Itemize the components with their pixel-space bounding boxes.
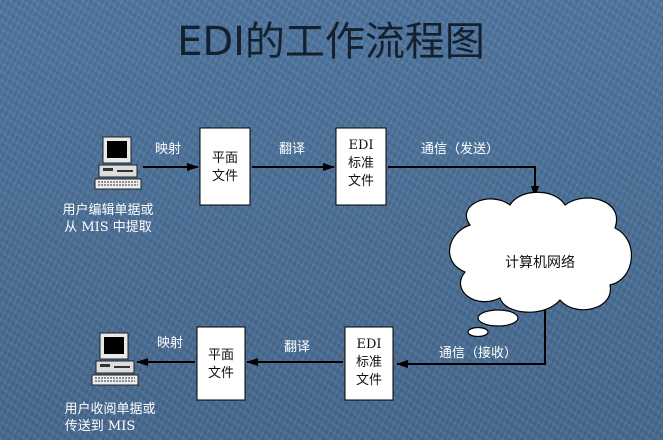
arrow-receive <box>396 310 546 368</box>
bottom-computer-label-2: 传送到 MIS <box>65 419 136 434</box>
label-translate-top: 翻译 <box>279 142 305 157</box>
page-title: EDI的工作流程图 <box>177 19 485 65</box>
flat-file-bottom-1: 平面 <box>208 348 234 363</box>
label-map-top: 映射 <box>155 141 181 157</box>
edi-file-bottom-1: EDI <box>356 337 381 352</box>
edi-file-bottom-2: 标准 <box>356 355 382 370</box>
network-label: 计算机网络 <box>505 255 575 271</box>
edi-file-box-bottom <box>344 326 394 401</box>
cloud-icon <box>449 191 632 338</box>
bottom-computer-label-1: 用户收阅单据或 <box>64 401 155 417</box>
label-send: 通信（发送） <box>421 141 499 157</box>
flat-file-top-2: 文件 <box>212 169 238 184</box>
label-translate-bottom: 翻译 <box>284 340 310 355</box>
label-receive: 通信（接收） <box>439 345 517 361</box>
edi-file-top-1: EDI <box>348 138 373 153</box>
computer-icon <box>94 136 142 190</box>
edi-file-top-3: 文件 <box>348 174 374 189</box>
flat-file-box-bottom <box>196 326 246 401</box>
top-computer-label-1: 用户编辑单据或 <box>62 202 153 218</box>
edi-file-box-top <box>335 127 387 206</box>
label-map-bottom: 映射 <box>157 335 183 351</box>
edi-file-bottom-3: 文件 <box>356 373 382 388</box>
edi-file-top-2: 标准 <box>348 156 374 171</box>
flat-file-top-1: 平面 <box>212 151 238 166</box>
arrow-send <box>388 166 539 198</box>
top-computer-label-2: 从 MIS 中提取 <box>64 219 152 235</box>
flat-file-bottom-2: 文件 <box>208 366 234 381</box>
computer-icon <box>91 332 139 386</box>
flat-file-box-top <box>199 127 251 206</box>
